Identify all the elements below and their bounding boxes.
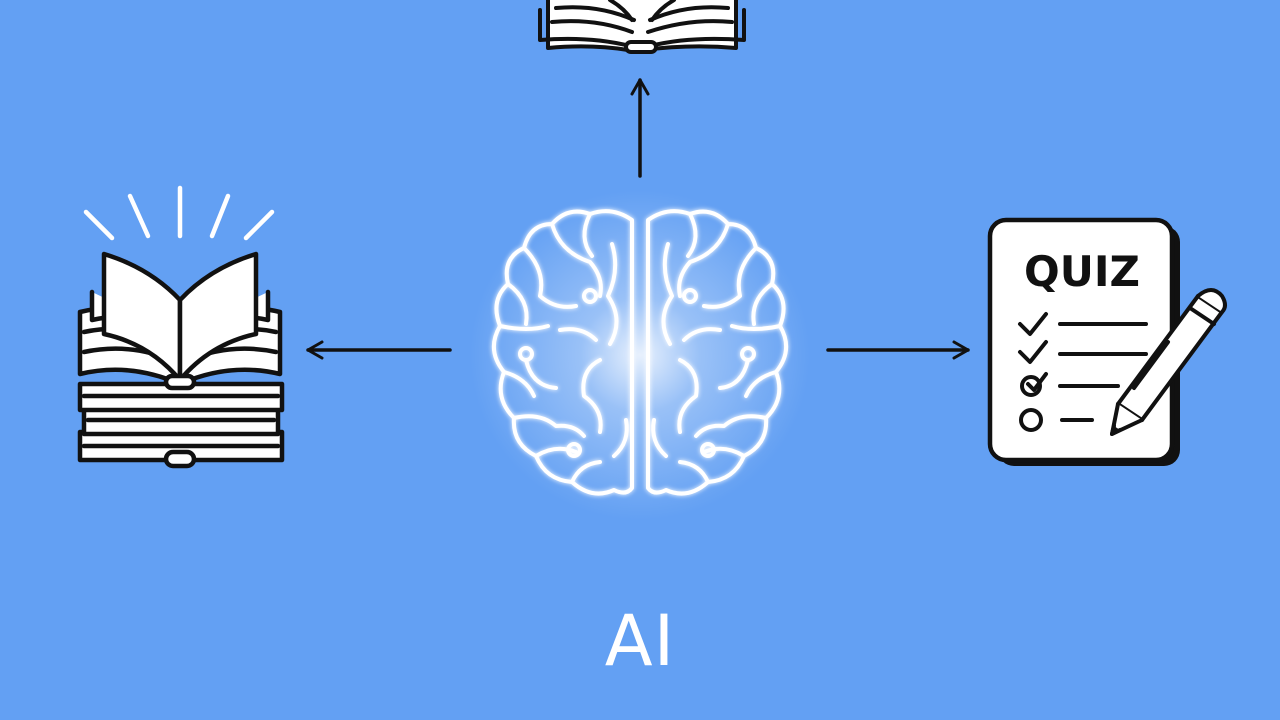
partial-check-icon <box>1020 375 1042 397</box>
empty-circle-icon <box>1019 408 1043 432</box>
brain-icon <box>470 190 810 520</box>
checkmark-icon <box>1018 312 1048 336</box>
checkmark-icon <box>1018 340 1048 364</box>
open-book-icon <box>538 0 746 54</box>
quiz-title: QUIZ <box>1024 247 1140 296</box>
sparkle-rays-icon <box>83 185 275 241</box>
book-stack-icon <box>77 185 285 469</box>
quiz-clipboard-icon: QUIZ <box>987 217 1227 466</box>
diagram-caption: AI <box>604 600 676 682</box>
pencil-icon <box>1110 288 1227 436</box>
